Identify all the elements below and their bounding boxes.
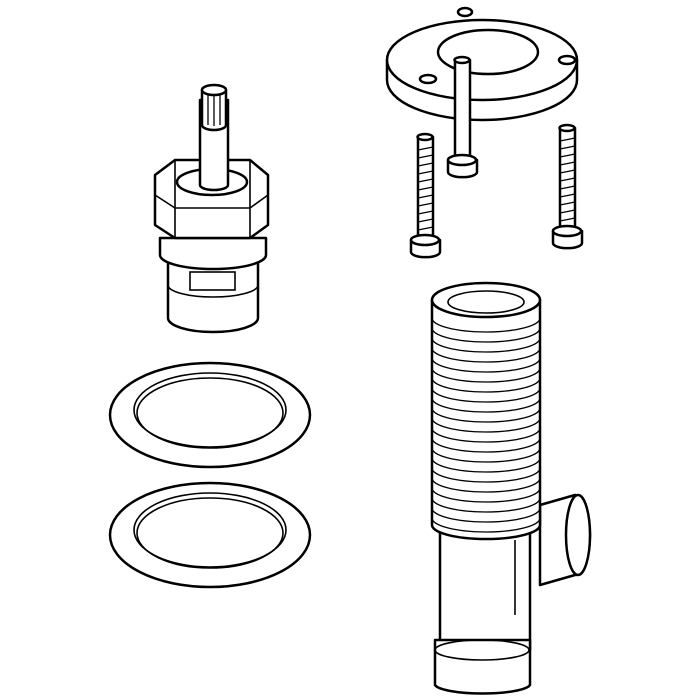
screw [551, 123, 584, 250]
thread-line [431, 517, 541, 533]
screw [409, 132, 442, 259]
screw [446, 55, 479, 179]
thread-line [431, 497, 541, 513]
thread-line [431, 407, 541, 423]
thread-line [431, 467, 541, 483]
thread-line [431, 367, 541, 383]
thread-line [431, 337, 541, 353]
thread-line [431, 377, 541, 393]
thread-line [431, 437, 541, 453]
thread-line [431, 427, 541, 443]
washer [108, 361, 312, 469]
pipe-threads [431, 317, 541, 533]
thread-line [431, 347, 541, 363]
threaded-valve-body [430, 281, 592, 695]
thread-line [431, 397, 541, 413]
thread-line [431, 457, 541, 473]
valve-cartridge [153, 83, 270, 334]
thread-line [431, 487, 541, 503]
thread-line [431, 387, 541, 403]
thread-line [431, 327, 541, 343]
thread-line [431, 317, 541, 333]
washer [108, 481, 312, 589]
thread-line [431, 477, 541, 493]
thread-line [431, 507, 541, 523]
thread-line [431, 447, 541, 463]
thread-line [431, 357, 541, 373]
thread-line [431, 417, 541, 433]
mounting-flange [385, 6, 579, 122]
